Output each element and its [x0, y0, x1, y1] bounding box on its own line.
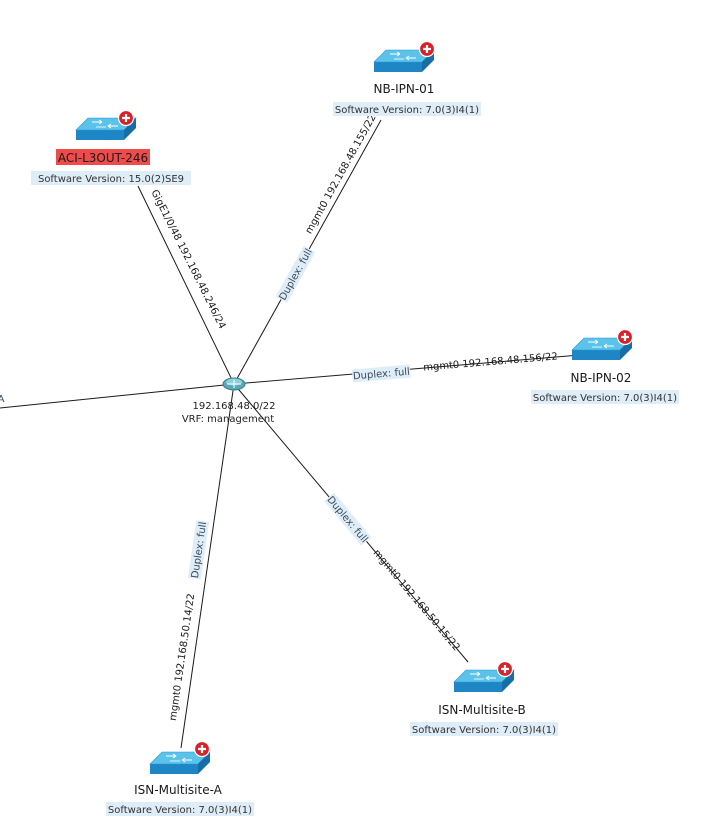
iface-label-nb-ipn-02: mgmt0 192.168.48.156/22	[423, 351, 558, 373]
node-name: NB-IPN-01	[374, 82, 435, 96]
hub-subnet-label: 192.168.48.0/22	[193, 401, 276, 412]
iface-label-aci: GigE1/0/48 192.168.48.246/24	[148, 188, 227, 331]
router-arrows-icon	[227, 380, 241, 388]
node-version: Software Version: 7.0(3)I4(1)	[412, 725, 556, 736]
duplex-badge-nb-ipn-01	[275, 245, 316, 303]
subnet-hub[interactable]	[222, 377, 246, 391]
node-version: Software Version: 7.0(3)I4(1)	[533, 393, 677, 404]
add-badge-icon[interactable]	[117, 109, 135, 127]
duplex-badge-isn-multisite-a	[187, 520, 210, 580]
add-badge-icon[interactable]	[193, 740, 211, 758]
iface-label-nb-ipn-01: mgmt0 192.168.48.155/22	[304, 113, 379, 236]
offscreen-link-mark: A	[0, 394, 5, 405]
duplex-label-nb-ipn-01: Duplex: full	[278, 247, 315, 302]
node-name: ISN-Multisite-B	[438, 703, 526, 717]
node-version: Software Version: 7.0(3)I4(1)	[335, 105, 479, 116]
version-badge	[333, 102, 481, 116]
link-aci-l3out-246[interactable]	[137, 185, 235, 385]
version-badge	[410, 722, 558, 736]
duplex-badge-nb-ipn-02	[351, 364, 411, 383]
duplex-label-isn-multisite-b: Duplex: full	[324, 494, 369, 545]
hub-vrf-label: VRF: management	[182, 414, 274, 425]
node-version: Software Version: 7.0(3)I4(1)	[108, 805, 252, 816]
version-badge	[531, 390, 679, 404]
duplex-label-nb-ipn-02: Duplex: full	[353, 367, 411, 383]
add-badge-icon[interactable]	[496, 660, 514, 678]
node-name: ACI-L3OUT-246	[58, 151, 148, 165]
node-aci-l3out-246[interactable]: ACI-L3OUT-246 Software Version: 15.0(2)S…	[31, 109, 191, 186]
link-offscreen-left[interactable]	[0, 383, 235, 409]
node-isn-multisite-a[interactable]: ISN-Multisite-A Software Version: 7.0(3)…	[106, 740, 254, 817]
add-badge-icon[interactable]	[616, 328, 634, 346]
node-nb-ipn-02[interactable]: NB-IPN-02 Software Version: 7.0(3)I4(1)	[531, 328, 679, 405]
node-nb-ipn-01[interactable]: NB-IPN-01 Software Version: 7.0(3)I4(1)	[333, 40, 481, 117]
iface-label-isn-multisite-a: mgmt0 192.168.50.14/22	[168, 593, 197, 722]
duplex-badge-isn-multisite-b	[324, 492, 372, 546]
node-highlight	[56, 149, 150, 165]
add-badge-icon[interactable]	[418, 40, 436, 58]
version-badge	[31, 171, 191, 185]
iface-label-isn-multisite-b: mgmt0 192.168.50.15/22	[371, 548, 462, 654]
version-badge	[106, 802, 254, 816]
link-isn-multisite-a[interactable]	[180, 383, 235, 749]
node-version: Software Version: 15.0(2)SE9	[38, 174, 184, 185]
node-isn-multisite-b[interactable]: ISN-Multisite-B Software Version: 7.0(3)…	[410, 660, 558, 737]
node-name: ISN-Multisite-A	[134, 783, 223, 797]
node-name: NB-IPN-02	[571, 371, 632, 385]
link-label-aci: GigE1/0/48 192.168.48.246/24	[148, 188, 227, 331]
